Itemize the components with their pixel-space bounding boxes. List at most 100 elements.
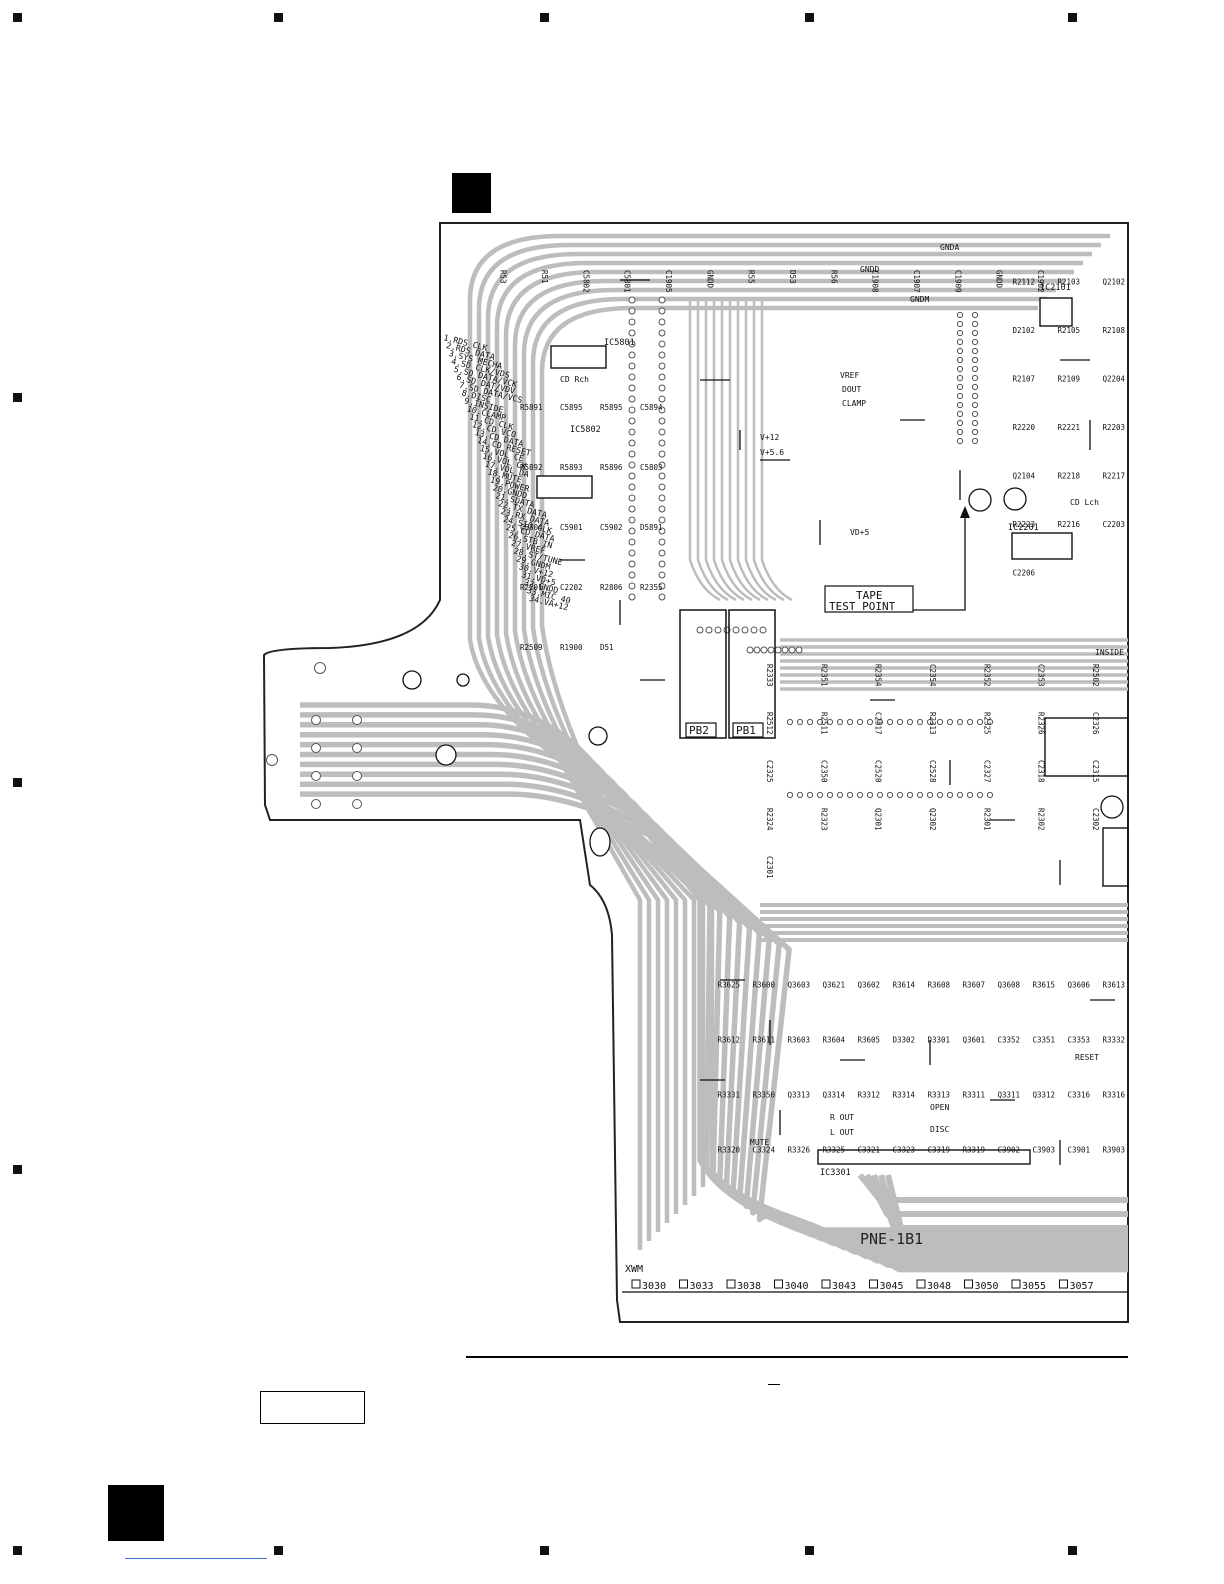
component-ref: R2326	[1037, 712, 1046, 735]
solder-pad	[352, 743, 362, 753]
net-label: DISC	[930, 1125, 949, 1134]
solder-pad	[936, 718, 944, 726]
test-point-label: 3048	[927, 1281, 951, 1292]
ic-outline	[1044, 717, 1129, 777]
solder-pad	[628, 549, 636, 557]
solder-pad	[628, 351, 636, 359]
trace	[720, 300, 753, 602]
copper-traces	[300, 233, 1128, 1273]
component-ref: Q3601	[963, 1036, 986, 1045]
component-ref: C2203	[1103, 520, 1126, 529]
solder-pad	[774, 646, 782, 654]
component-ref: D51	[600, 643, 614, 652]
solder-pad	[658, 450, 666, 458]
solder-pad	[314, 662, 326, 674]
solder-pad	[856, 791, 864, 799]
solder-pad	[658, 571, 666, 579]
solder-pad	[658, 307, 666, 315]
ic-ref-label: IC2201	[1008, 523, 1039, 533]
component-ref: Q2102	[1103, 277, 1126, 286]
solder-pad	[628, 593, 636, 601]
trace	[736, 300, 769, 602]
component-ref: Q3603	[788, 981, 811, 990]
mounting-hole	[1003, 487, 1027, 511]
solder-pad	[846, 791, 854, 799]
solder-pad	[628, 505, 636, 513]
component-ref: C3324	[753, 1146, 776, 1155]
test-point-pad	[916, 1279, 926, 1289]
component-ref: GNDD	[995, 270, 1004, 289]
solder-pad	[628, 340, 636, 348]
component-ref: R55	[747, 270, 756, 284]
component-ref: Q2104	[1013, 472, 1036, 481]
component-ref: C1909	[953, 270, 962, 293]
link-underline	[125, 1558, 267, 1559]
net-label: INSIDE	[1095, 648, 1124, 657]
component-ref: C5803	[640, 463, 663, 472]
component-ref: C2517	[874, 712, 883, 735]
component-ref: R2351	[819, 664, 828, 687]
trace	[688, 300, 721, 602]
solder-pad	[956, 437, 964, 445]
component-ref: D53	[788, 270, 797, 284]
solder-pad	[816, 791, 824, 799]
solder-pad	[816, 718, 824, 726]
mounting-hole	[456, 673, 470, 687]
pb2-block	[679, 609, 727, 739]
component-ref: Q2301	[874, 808, 883, 831]
solder-pad	[956, 401, 964, 409]
test-point-label: 3040	[785, 1281, 809, 1292]
solder-pad	[971, 383, 979, 391]
solder-pad	[956, 428, 964, 436]
test-point-label: 3033	[690, 1281, 714, 1292]
component-ref: C5894	[640, 403, 663, 412]
solder-pad	[956, 791, 964, 799]
solder-pad	[658, 428, 666, 436]
component-ref: R3325	[823, 1146, 846, 1155]
component-ref: R3903	[1103, 1146, 1126, 1155]
ic-outline	[550, 345, 607, 369]
solder-pad	[956, 383, 964, 391]
trace	[696, 300, 729, 602]
test-point-label: 3043	[832, 1281, 856, 1292]
component-ref: R2109	[1058, 374, 1081, 383]
registration-mark	[13, 1165, 22, 1174]
solder-pad	[971, 356, 979, 364]
solder-pad	[971, 365, 979, 373]
solder-pad	[796, 791, 804, 799]
component-ref: R5893	[560, 463, 583, 472]
solder-pad	[926, 791, 934, 799]
solder-pad	[956, 374, 964, 382]
solder-pad	[788, 646, 796, 654]
pb1-block	[728, 609, 776, 739]
component-ref: Q3608	[998, 981, 1021, 990]
solder-pad	[906, 791, 914, 799]
trace	[476, 242, 1101, 1241]
solder-pad	[971, 392, 979, 400]
solder-pad	[876, 791, 884, 799]
component-ref: R3607	[963, 981, 986, 990]
solder-pad	[753, 646, 761, 654]
solder-pad	[971, 338, 979, 346]
component-ref: R2220	[1013, 423, 1036, 432]
ic-outline	[1011, 532, 1073, 560]
solder-pad	[826, 718, 834, 726]
component-ref: C2350	[819, 760, 828, 783]
solder-pad	[658, 296, 666, 304]
solder-pad	[658, 516, 666, 524]
test-point-pad	[726, 1279, 736, 1289]
net-label: RESET	[1075, 1053, 1099, 1062]
solder-pad	[767, 646, 775, 654]
component-ref: R3603	[788, 1036, 811, 1045]
net-label: L OUT	[830, 1128, 854, 1137]
component-ref: C3319	[928, 1146, 951, 1155]
mounting-hole	[968, 488, 992, 512]
solder-pad	[658, 329, 666, 337]
solder-pad	[628, 483, 636, 491]
component-ref: D3302	[893, 1036, 916, 1045]
solder-pad	[658, 483, 666, 491]
component-ref: R3320	[718, 1146, 741, 1155]
mounting-hole	[435, 744, 457, 766]
